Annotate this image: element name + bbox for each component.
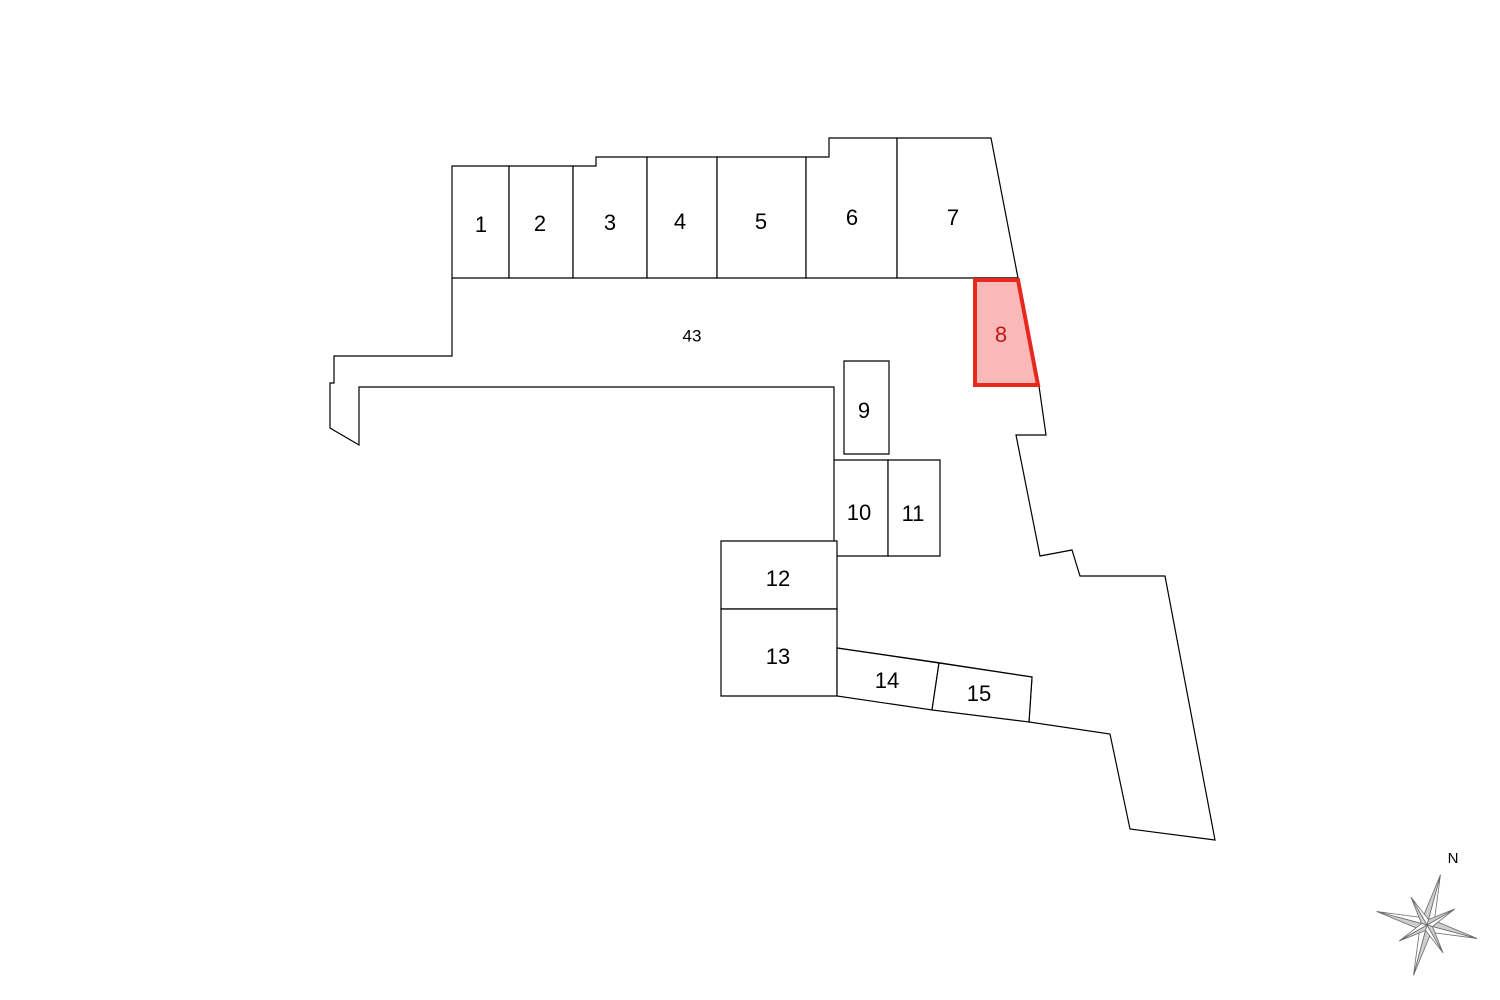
north-label: N: [1448, 850, 1459, 867]
common-area-label: 43: [683, 326, 702, 345]
lot-1-label: 1: [475, 212, 487, 237]
lot-14-label: 14: [875, 668, 899, 693]
lot-8-label: 8: [995, 322, 1007, 347]
lot-15-label: 15: [967, 681, 991, 706]
lot-4-label: 4: [674, 209, 686, 234]
lot-5-label: 5: [755, 209, 767, 234]
lot-9-label: 9: [858, 398, 870, 423]
compass-rose-icon: N: [1376, 850, 1478, 976]
lot-3-label: 3: [604, 210, 616, 235]
lot-13-label: 13: [766, 644, 790, 669]
lot-6-label: 6: [846, 205, 858, 230]
lot-8-selected[interactable]: [973, 278, 1041, 387]
lot-11[interactable]: [887, 459, 941, 557]
lot-15[interactable]: [931, 662, 1033, 723]
lot-2-label: 2: [534, 211, 546, 236]
lot-9[interactable]: [843, 360, 890, 455]
lot-7-label: 7: [947, 205, 959, 230]
lot-11-label: 11: [902, 501, 925, 526]
lot-10-label: 10: [847, 500, 871, 525]
lot-12-label: 12: [766, 566, 790, 591]
